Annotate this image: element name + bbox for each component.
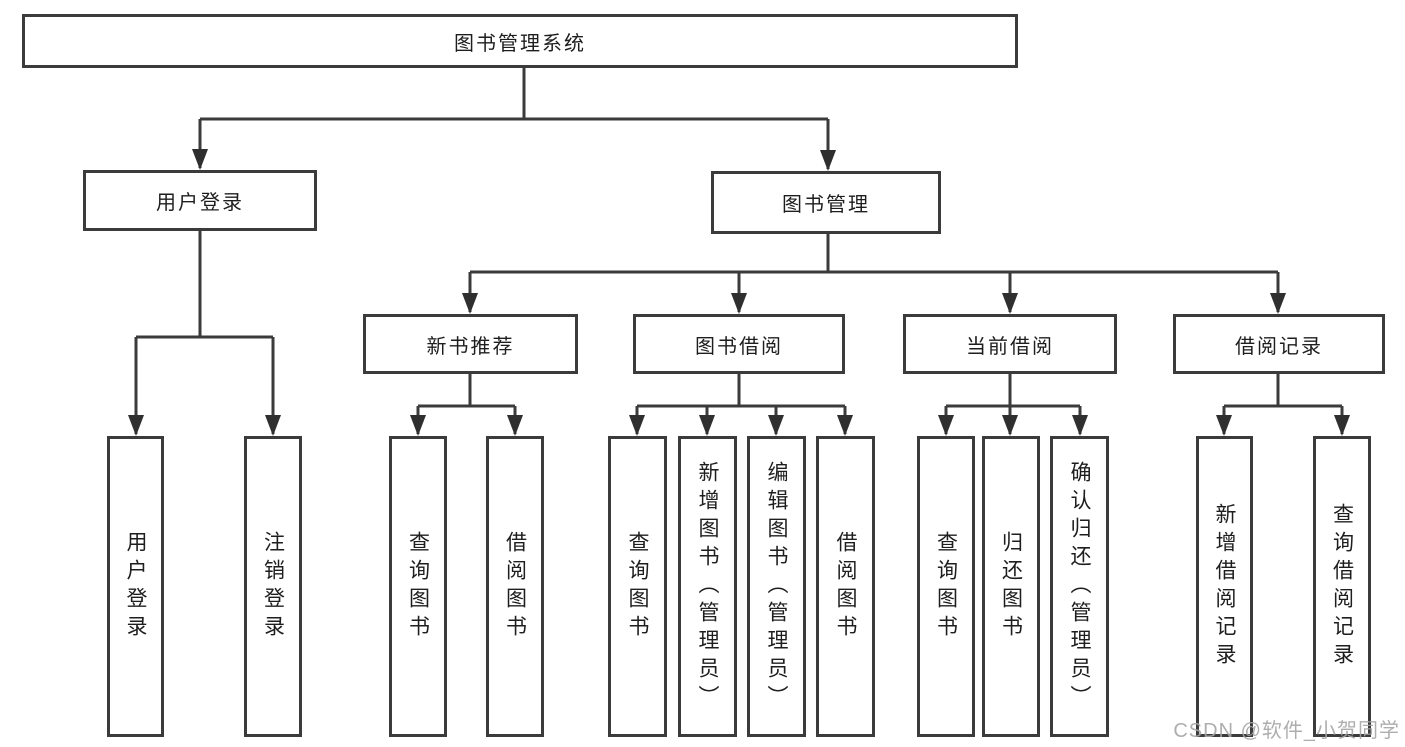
leaf-borrow-query-book: 查询图书 xyxy=(608,436,667,737)
node-book-borrow: 图书借阅 xyxy=(633,314,845,374)
leaf-borrow-book: 借阅图书 xyxy=(816,436,875,737)
leaf-add-borrow-record: 新增借阅记录 xyxy=(1196,436,1253,737)
leaf-query-borrow-record: 查询借阅记录 xyxy=(1313,436,1371,737)
node-root-label: 图书管理系统 xyxy=(454,32,586,55)
leaf-recommend-borrow-book: 借阅图书 xyxy=(486,436,544,737)
node-current-borrow: 当前借阅 xyxy=(903,314,1117,374)
node-borrow-records: 借阅记录 xyxy=(1173,314,1385,374)
watermark-text: CSDN @软件_小贺同学 xyxy=(1173,720,1400,742)
leaf-confirm-return-admin: 确认归还（管理员） xyxy=(1050,436,1109,737)
leaf-borrow-book-label: 借阅图书 xyxy=(834,530,857,643)
node-new-book-recommend: 新书推荐 xyxy=(363,314,578,374)
node-book-management: 图书管理 xyxy=(711,171,941,234)
leaf-return-book-label: 归还图书 xyxy=(999,530,1023,643)
leaf-return-book: 归还图书 xyxy=(982,436,1040,737)
leaf-current-query-book: 查询图书 xyxy=(917,436,975,737)
leaf-edit-book-admin-label: 编辑图书（管理员） xyxy=(765,460,788,713)
leaf-current-query-book-label: 查询图书 xyxy=(934,530,958,643)
node-book-borrow-label: 图书借阅 xyxy=(695,335,783,358)
leaf-recommend-borrow-book-label: 借阅图书 xyxy=(503,530,527,643)
leaf-query-borrow-record-label: 查询借阅记录 xyxy=(1330,502,1354,671)
leaf-logout-label: 注销登录 xyxy=(261,530,285,643)
node-book-management-label: 图书管理 xyxy=(782,194,870,216)
leaf-user-login-label: 用户登录 xyxy=(124,530,147,643)
leaf-borrow-query-book-label: 查询图书 xyxy=(626,530,649,643)
node-user-login: 用户登录 xyxy=(83,170,317,231)
leaf-recommend-query-book-label: 查询图书 xyxy=(406,530,430,643)
leaf-add-book-admin: 新增图书（管理员） xyxy=(678,436,737,737)
leaf-recommend-query-book: 查询图书 xyxy=(389,436,447,737)
leaf-logout: 注销登录 xyxy=(244,436,302,737)
arrowhead-icons xyxy=(128,149,1350,436)
leaf-add-borrow-record-label: 新增借阅记录 xyxy=(1213,502,1236,671)
node-new-book-recommend-label: 新书推荐 xyxy=(426,335,515,358)
node-user-login-label: 用户登录 xyxy=(156,192,244,214)
node-root: 图书管理系统 xyxy=(22,14,1018,68)
leaf-user-login: 用户登录 xyxy=(107,436,164,737)
leaf-confirm-return-admin-label: 确认归还（管理员） xyxy=(1068,460,1091,713)
node-borrow-records-label: 借阅记录 xyxy=(1235,335,1323,358)
node-current-borrow-label: 当前借阅 xyxy=(966,335,1054,358)
leaf-edit-book-admin: 编辑图书（管理员） xyxy=(747,436,806,737)
leaf-add-book-admin-label: 新增图书（管理员） xyxy=(696,460,719,713)
